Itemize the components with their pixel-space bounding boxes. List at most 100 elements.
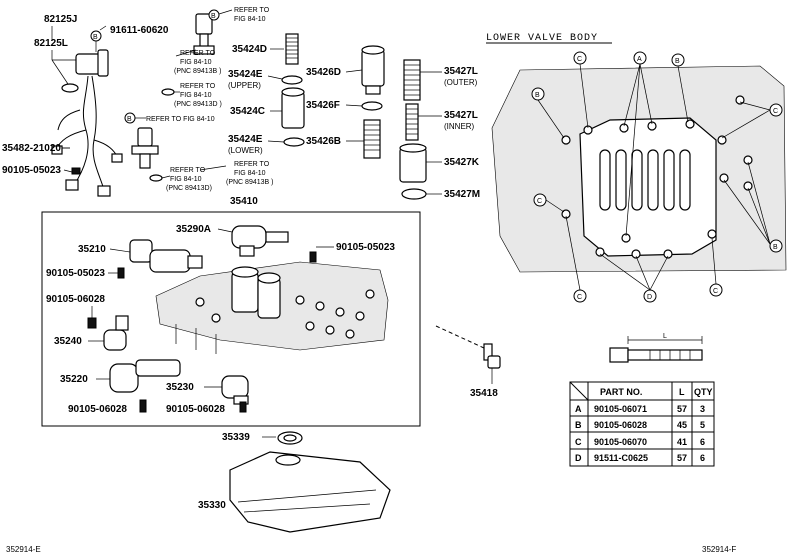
part-35427L-outer-label: 35427L	[444, 66, 478, 77]
solenoid-35220	[109, 363, 139, 393]
part-35424E-upper-label: 35424E	[228, 69, 263, 80]
bolt-shank	[627, 349, 703, 361]
bolt-icon	[71, 167, 81, 175]
part-82125J-label: 82125J	[44, 14, 77, 25]
sensors-group: B REFER TO FIG 84-10 REFER TO FIG 84-10 …	[124, 7, 273, 192]
table-row-d-key: D	[575, 453, 582, 463]
ring-35427M	[401, 188, 427, 200]
part-35426F-label: 35426F	[306, 100, 340, 111]
part-35330-label: 35330	[198, 500, 226, 511]
spring-35424D	[285, 33, 299, 65]
part-35210-label: 35210	[78, 244, 106, 255]
temperature-sensor-35418: 35418	[435, 325, 501, 399]
refer-3-line-1: REFER TO FIG 84-10	[146, 116, 215, 123]
valve-body-assembly-box	[41, 211, 421, 427]
table-row-d-l: 57	[677, 453, 687, 463]
part-90105-05023-right-label: 90105-05023	[336, 242, 395, 253]
refer-5-line-1: REFER TO	[170, 167, 206, 174]
table-row-b-l: 45	[677, 420, 687, 430]
part-35427L-inner-label: 35427L	[444, 110, 478, 121]
table-header-l: L	[679, 387, 685, 397]
callout-b-left-text: B	[535, 92, 540, 99]
refer-1-line-1: REFER TO	[234, 7, 270, 14]
bolt-icon-3	[117, 267, 125, 279]
oil-strainer	[229, 451, 391, 533]
table-border	[569, 381, 715, 467]
part-35339-label: 35339	[222, 432, 250, 443]
callout-a-text: A	[637, 56, 642, 63]
callout-b-text-2: B	[211, 13, 216, 20]
part-35426D-label: 35426D	[306, 67, 341, 78]
piston-35427K	[399, 147, 427, 183]
refer-2-line-3: (PNC 89413B )	[174, 68, 221, 75]
part-35418-label: 35418	[470, 388, 498, 399]
part-82125L-label: 82125L	[34, 38, 68, 49]
refer-6-line-1: REFER TO	[234, 161, 270, 168]
bolt-icon-4	[87, 317, 97, 329]
spring-35427L-outer	[403, 59, 421, 101]
refer-4-line-3: (PNC 89413D )	[174, 101, 222, 108]
table-row-c-part: 90105-06070	[594, 437, 647, 447]
spring-35427L-inner	[405, 103, 419, 141]
upper-label: (UPPER)	[228, 81, 261, 90]
table-row-b-qty: 5	[700, 420, 705, 430]
callout-c-right-text: C	[773, 108, 778, 115]
footer-right-code: 352914-F	[702, 545, 736, 554]
wiring-harness-group: 82125J 82125L B 91611-60620 35482-21020 …	[2, 14, 169, 197]
callout-d-text: D	[647, 294, 652, 301]
part-35240-label: 35240	[54, 336, 82, 347]
part-35424D-label: 35424D	[232, 44, 267, 55]
bolt-length-label: L	[663, 333, 667, 340]
bolt-head	[609, 347, 629, 363]
table-header-part-no: PART NO.	[600, 387, 642, 397]
refer-2-line-2: FIG 84-10	[180, 59, 212, 66]
table-row-d-qty: 6	[700, 453, 705, 463]
callout-b-text: B	[93, 34, 98, 41]
part-35424C-label: 35424C	[230, 106, 265, 117]
part-90105-06028-left-label: 90105-06028	[46, 294, 105, 305]
ring-35424E-lower	[283, 137, 305, 147]
bolt-table: PART NO. L QTY A 90105-06071 57 3 B 9010…	[569, 381, 715, 467]
valve-body-assembly: 35290A 90105-05023 35210 90105-05023	[46, 224, 395, 415]
table-row-d-part: 91511-C0625	[594, 453, 648, 463]
refer-2-line-1: REFER TO	[180, 50, 216, 57]
table-row-a-key: A	[575, 404, 582, 414]
valves-springs-group: 35424D 35424E (UPPER) 35424C 35424E (LOW…	[228, 33, 480, 200]
table-header-qty: QTY	[694, 387, 713, 397]
callout-b-right-text: B	[773, 244, 778, 251]
part-35410-label: 35410	[230, 196, 258, 207]
refer-6-line-2: FIG 84-10	[234, 170, 266, 177]
solenoid-35240	[103, 329, 127, 351]
ring-35424E-upper	[281, 75, 303, 85]
part-91611-60620-label: 91611-60620	[110, 25, 169, 36]
part-35426B-label: 35426B	[306, 136, 341, 147]
valve-bores	[195, 289, 375, 339]
piston-35426D	[361, 49, 385, 87]
part-90105-06028-bl-label: 90105-06028	[68, 404, 127, 415]
lower-body-bolts	[561, 95, 753, 259]
table-row-b-part: 90105-06028	[594, 420, 647, 430]
part-35427M-label: 35427M	[444, 189, 480, 200]
lower-label: (LOWER)	[228, 146, 263, 155]
callout-c-bottom-text: C	[577, 294, 582, 301]
table-row-c-l: 41	[677, 437, 687, 447]
ring-35426F	[361, 101, 383, 111]
lower-valve-body-title: LOWER VALVE BODY	[486, 33, 598, 44]
part-35482-21020-label: 35482-21020	[2, 143, 61, 154]
solenoid-35290A	[231, 225, 267, 249]
part-35427K-label: 35427K	[444, 157, 480, 168]
solenoid-35210	[129, 239, 153, 263]
part-35424E-lower-label: 35424E	[228, 134, 263, 145]
refer-5-line-2: FIG 84-10	[170, 176, 202, 183]
callout-c-bottom-right-text: C	[713, 288, 718, 295]
part-90105-05023-left-label: 90105-05023	[46, 268, 105, 279]
refer-4-line-2: FIG 84-10	[180, 92, 212, 99]
grommet	[61, 83, 79, 93]
part-90105-06028-bm-label: 90105-06028	[166, 404, 225, 415]
bolt-dimension-diagram: L	[609, 333, 703, 363]
bolt-icon-6	[239, 401, 247, 413]
callout-c-top-text: C	[577, 56, 582, 63]
refer-1-line-2: FIG 84-10	[234, 16, 266, 23]
table-row-a-l: 57	[677, 404, 687, 414]
